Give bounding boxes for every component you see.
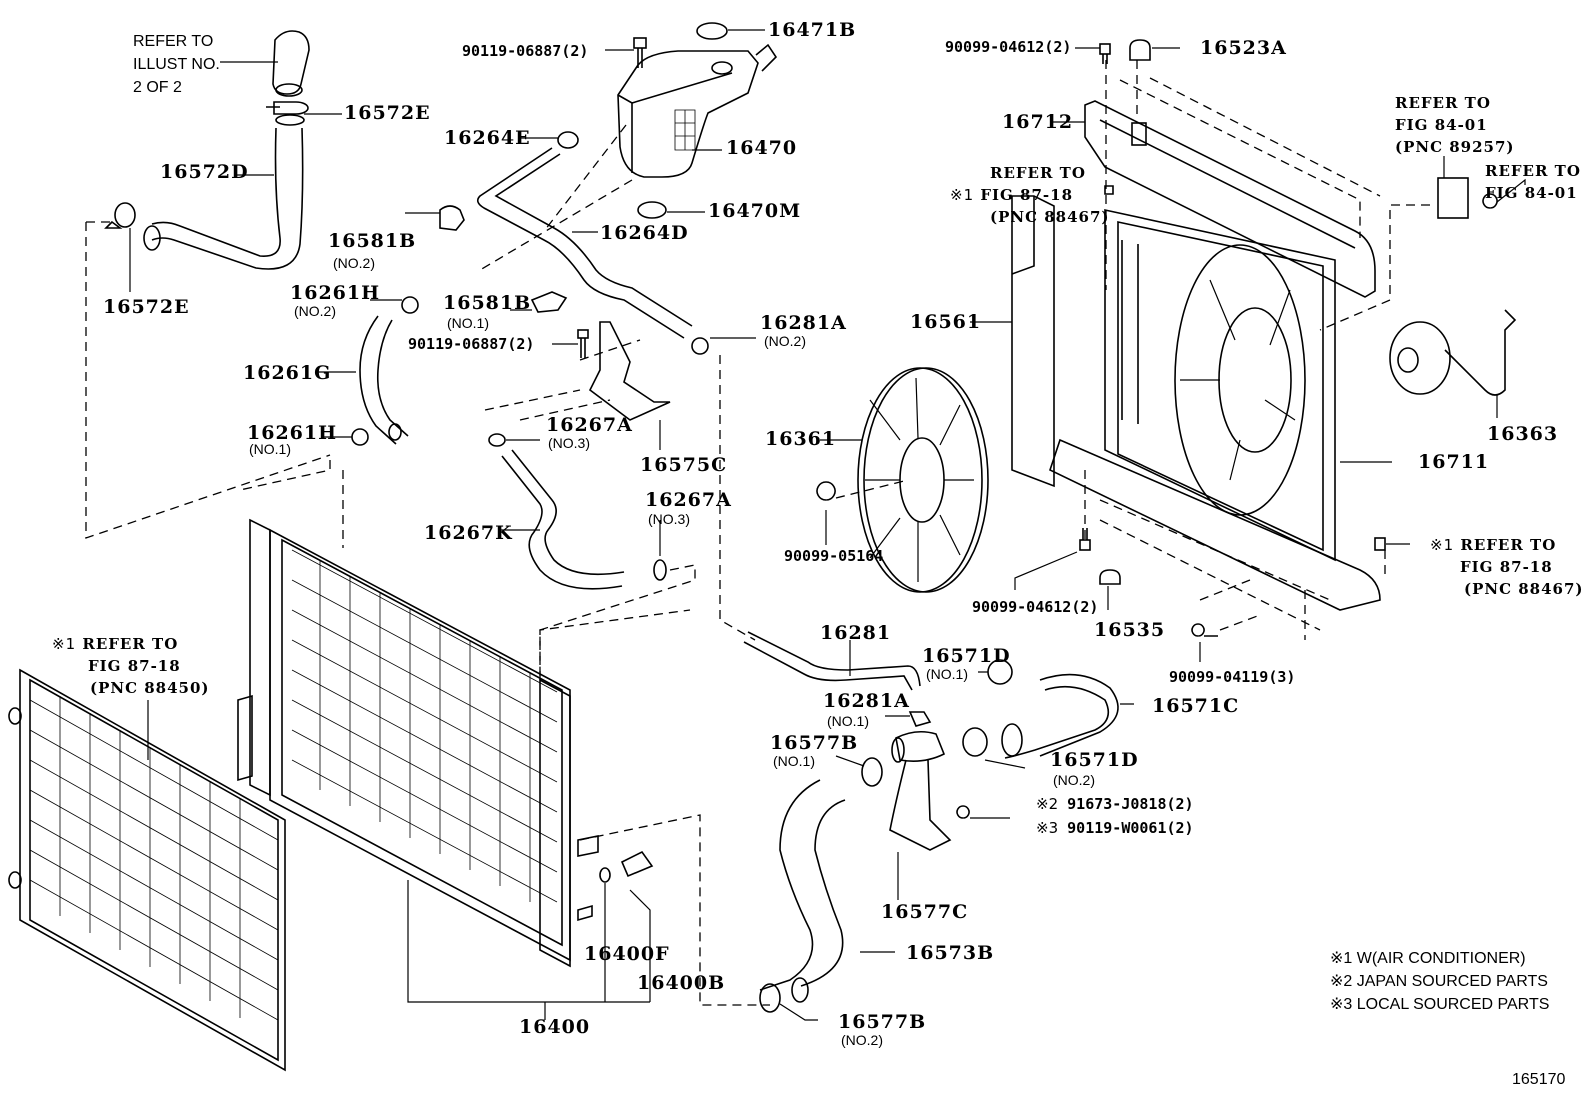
part-label-16470[interactable]: 16470 <box>726 137 798 159</box>
part-label-16712[interactable]: 16712 <box>1002 111 1074 133</box>
part-sub-16581B-no1: (NO.1) <box>447 315 489 331</box>
refer-fig-87-18-upper[interactable]: REFER TO ※1 FIG 87-18 (PNC 88467) <box>950 164 1110 226</box>
part-label-16577B-no2[interactable]: 16577B <box>838 1011 927 1033</box>
hose-16572D-shape <box>143 127 304 270</box>
footnote-3: ※3 LOCAL SOURCED PARTS <box>1330 996 1550 1013</box>
part-label-16577B-no1[interactable]: 16577B <box>770 732 859 754</box>
part-label-16571C[interactable]: 16571C <box>1152 695 1240 717</box>
part-label-16571D-no2[interactable]: 16571D <box>1050 749 1139 771</box>
footnote-1: ※1 W(AIR CONDITIONER) <box>1330 950 1526 967</box>
part-label-16281A-no2[interactable]: 16281A <box>760 312 847 334</box>
part-label-16523A[interactable]: 16523A <box>1200 37 1287 59</box>
part-label-16264E[interactable]: 16264E <box>444 127 531 149</box>
part-label-16400F[interactable]: 16400F <box>584 943 670 965</box>
part-sub-16281A-no1: (NO.1) <box>827 713 869 729</box>
bolt-top-shape <box>605 37 647 68</box>
part-label-16363[interactable]: 16363 <box>1487 423 1559 445</box>
clamp-16572E-left-shape <box>85 202 331 539</box>
clamp-16572E-shape <box>266 101 342 126</box>
footnotes: ※1 W(AIR CONDITIONER) ※2 JAPAN SOURCED P… <box>1330 947 1549 1016</box>
part-label-16572D[interactable]: 16572D <box>160 161 249 183</box>
air-guide-16561-shape <box>970 185 1114 488</box>
radiator-16400-shape <box>237 518 770 1020</box>
part-label-16561[interactable]: 16561 <box>910 311 982 333</box>
part-label-16571D-no1[interactable]: 16571D <box>922 645 1011 667</box>
part-label-16361[interactable]: 16361 <box>765 428 837 450</box>
fan-16361-shape <box>816 367 989 593</box>
part-label-16581B-no2[interactable]: 16581B <box>328 230 417 252</box>
refer-fig-84-01-pnc[interactable]: REFER TO FIG 84-01 (PNC 89257) <box>1395 94 1515 156</box>
refer-illust-note: REFER TO ILLUST NO. 2 OF 2 <box>133 33 220 96</box>
part-label-16267A-b[interactable]: 16267A <box>645 489 732 511</box>
part-label-90099-05164[interactable]: 90099-05164 <box>784 547 884 565</box>
fan-motor-16363-shape <box>1319 156 1526 418</box>
part-label-90119-06887-top[interactable]: 90119-06887(2) <box>462 42 589 60</box>
part-label-16400[interactable]: 16400 <box>519 1016 591 1038</box>
footnote-2: ※2 JAPAN SOURCED PARTS <box>1330 973 1548 990</box>
part-label-16261H-no1[interactable]: 16261H <box>247 422 338 444</box>
part-label-90119-W0061[interactable]: ※3 90119-W0061(2) <box>1036 819 1194 837</box>
part-label-16572E-left[interactable]: 16572E <box>103 296 190 318</box>
part-label-90099-04612-low[interactable]: 90099-04612(2) <box>972 598 1099 616</box>
part-sub-16571D-no1: (NO.1) <box>926 666 968 682</box>
illustration-number: 165170 <box>1512 1071 1566 1088</box>
part-label-16572E-top[interactable]: 16572E <box>344 102 431 124</box>
part-label-16281A-no1[interactable]: 16281A <box>823 690 910 712</box>
part-label-16261G[interactable]: 16261G <box>243 362 332 384</box>
refer-fig-87-18-right[interactable]: ※1 REFER TO FIG 87-18 (PNC 88467) <box>1430 536 1584 598</box>
part-label-16267K[interactable]: 16267K <box>424 522 513 544</box>
part-label-16471B[interactable]: 16471B <box>768 19 857 41</box>
part-label-16535[interactable]: 16535 <box>1094 619 1166 641</box>
lower-bolts-shapes <box>1014 528 1410 662</box>
part-label-16577C[interactable]: 16577C <box>881 901 969 923</box>
lower-hoses-shapes <box>743 631 1134 1021</box>
water-outlet-shape <box>220 30 310 97</box>
part-label-90099-04612-top[interactable]: 90099-04612(2) <box>945 38 1072 56</box>
bracket-16575C-shape <box>519 321 756 641</box>
part-label-16573B[interactable]: 16573B <box>906 942 995 964</box>
refer-fig-84-01-bolt[interactable]: REFER TO FIG 84-01 <box>1485 162 1581 202</box>
refer-fig-87-18-condenser[interactable]: ※1 REFER TO FIG 87-18 (PNC 88450) <box>52 635 210 697</box>
part-label-16264D[interactable]: 16264D <box>600 222 689 244</box>
part-label-16400B[interactable]: 16400B <box>637 972 726 994</box>
part-label-90099-04119[interactable]: 90099-04119(3) <box>1169 668 1296 686</box>
part-sub-16577B-no2: (NO.2) <box>841 1032 883 1048</box>
part-label-16281[interactable]: 16281 <box>820 622 892 644</box>
part-label-16575C[interactable]: 16575C <box>640 454 728 476</box>
part-sub-16581B-no2: (NO.2) <box>333 255 375 271</box>
hose-16261G-shape <box>239 315 409 548</box>
hose-16264D-shape <box>476 131 693 339</box>
part-label-90119-06887-mid[interactable]: 90119-06887(2) <box>408 335 535 353</box>
part-sub-16261H-no2: (NO.2) <box>294 303 336 319</box>
part-sub-16261H-no1: (NO.1) <box>249 441 291 457</box>
part-label-91673-J0818[interactable]: ※2 91673-J0818(2) <box>1036 795 1194 813</box>
part-label-16711[interactable]: 16711 <box>1418 451 1490 473</box>
part-sub-16267A-a: (NO.3) <box>548 435 590 451</box>
clip-16581B-shapes <box>370 205 568 314</box>
fan-shroud-16711-shape <box>1049 209 1392 640</box>
reservoir-tank-shape <box>479 22 778 271</box>
part-label-16470M[interactable]: 16470M <box>708 200 802 222</box>
part-label-16267A-a[interactable]: 16267A <box>546 414 633 436</box>
part-sub-16281A-no2: (NO.2) <box>764 333 806 349</box>
upper-support-16712-shape <box>1052 39 1381 298</box>
part-label-16581B-no1[interactable]: 16581B <box>443 292 532 314</box>
condenser-shape <box>8 668 286 1072</box>
part-sub-16577B-no1: (NO.1) <box>773 753 815 769</box>
part-sub-16267A-b: (NO.3) <box>648 511 690 527</box>
part-label-16261H-no2[interactable]: 16261H <box>290 282 381 304</box>
part-sub-16571D-no2: (NO.2) <box>1053 772 1095 788</box>
hose-16267K-shape <box>484 389 696 680</box>
